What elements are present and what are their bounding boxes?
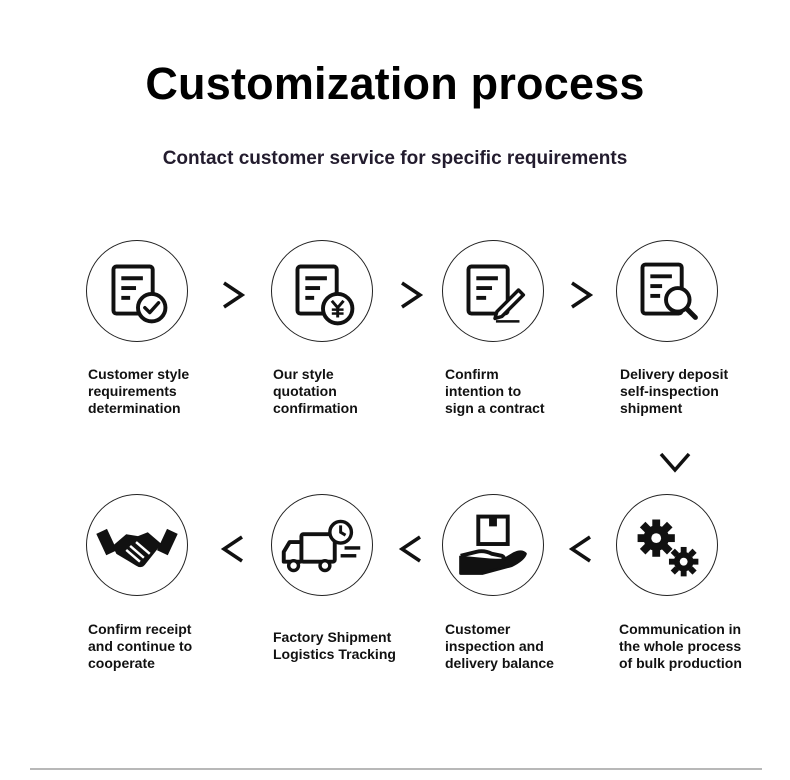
step-4-label: Delivery deposit self-inspection shipmen… bbox=[620, 366, 729, 416]
step-1-document-check-icon bbox=[86, 240, 188, 342]
page-subtitle: Contact customer service for specific re… bbox=[162, 148, 628, 169]
step-6-label: Customer inspection and delivery balance bbox=[445, 621, 554, 671]
step-2-document-yuan-icon bbox=[271, 240, 373, 342]
chevron-right-icon bbox=[401, 281, 424, 309]
step-7-label: Factory Shipment Logistics Tracking bbox=[273, 629, 396, 662]
page-title: Customization process bbox=[145, 58, 645, 109]
chevron-left-icon bbox=[398, 535, 421, 563]
step-5-label: Communication in the whole process of bu… bbox=[619, 621, 742, 671]
chevron-left-icon bbox=[220, 535, 243, 563]
step-3-label: Confirm intention to sign a contract bbox=[445, 366, 545, 416]
chevron-right-icon bbox=[223, 281, 246, 309]
step-1-label: Customer style requirements determinatio… bbox=[88, 366, 190, 416]
step-7-delivery-truck-icon bbox=[271, 494, 373, 596]
step-3-document-pen-icon bbox=[442, 240, 544, 342]
chevron-left-icon bbox=[568, 535, 591, 563]
step-8-handshake-icon bbox=[86, 494, 188, 596]
bottom-divider bbox=[30, 768, 762, 770]
step-2-label: Our style quotation confirmation bbox=[273, 366, 358, 416]
step-5-gears-icon bbox=[616, 494, 718, 596]
step-4-document-search-icon bbox=[616, 240, 718, 342]
chevron-down-icon bbox=[659, 452, 691, 473]
step-6-hand-box-icon bbox=[442, 494, 544, 596]
chevron-right-icon bbox=[571, 281, 594, 309]
step-8-label: Confirm receipt and continue to cooperat… bbox=[88, 621, 193, 671]
